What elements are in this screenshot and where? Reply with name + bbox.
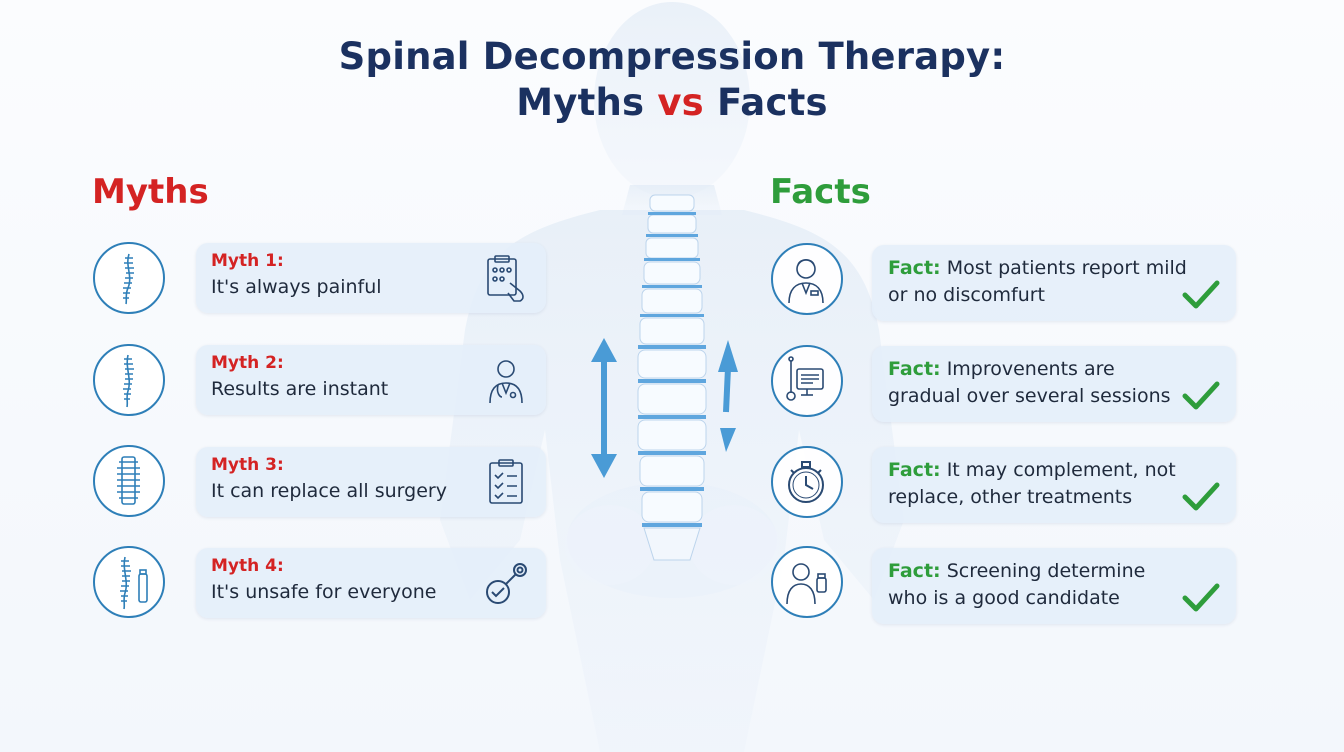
myth-3-vertebrae-icon [93, 445, 165, 517]
page-title: Spinal Decompression Therapy: Myths vs F… [0, 34, 1344, 126]
fact-4-text: Screening determine who is a good candid… [888, 560, 1146, 609]
title-myths-word: Myths [516, 81, 645, 124]
checkmark-icon [1182, 280, 1220, 309]
fact-4-label: Fact: [888, 560, 941, 582]
fact-2-label: Fact: [888, 358, 941, 380]
facts-heading: Facts [770, 172, 871, 212]
fact-2-text: Improvenents are gradual over several se… [888, 358, 1171, 407]
doctor-icon [489, 360, 523, 404]
myth-card-1: Myth 1: It's always painful [196, 243, 546, 313]
myth-card-4: Myth 4: It's unsafe for everyone [196, 548, 546, 618]
fact-4-content: Fact: Screening determine who is a good … [888, 558, 1188, 612]
myth-card-2: Myth 2: Results are instant [196, 345, 546, 415]
spine-column [637, 194, 707, 561]
myth-1-spine-icon [93, 242, 165, 314]
myth-4-text: It's unsafe for everyone [211, 581, 437, 603]
myth-4-label: Myth 4: [211, 556, 284, 576]
fact-1-label: Fact: [888, 257, 941, 279]
myth-2-spine-icon [93, 344, 165, 416]
fact-1-text: Most patients report mild or no discomfu… [888, 257, 1187, 306]
myth-2-label: Myth 2: [211, 353, 284, 373]
fact-card-4: Fact: Screening determine who is a good … [872, 548, 1236, 624]
checkmark-icon [1182, 482, 1220, 511]
fact-card-3: Fact: It may complement, not replace, ot… [872, 447, 1236, 523]
fact-1-doctor-icon [771, 243, 843, 315]
title-line-2: Myths vs Facts [0, 80, 1344, 126]
fact-card-2: Fact: Improvenents are gradual over seve… [872, 346, 1236, 422]
title-vs-word: vs [657, 81, 704, 124]
fact-2-monitor-icon [771, 345, 843, 417]
fact-3-label: Fact: [888, 459, 941, 481]
fact-1-content: Fact: Most patients report mild or no di… [888, 255, 1188, 309]
myth-3-label: Myth 3: [211, 455, 284, 475]
fact-3-content: Fact: It may complement, not replace, ot… [888, 457, 1188, 511]
checklist-icon [489, 459, 523, 504]
fact-2-content: Fact: Improvenents are gradual over seve… [888, 356, 1188, 410]
check-target-icon [486, 563, 527, 604]
decompression-arrow-icon [591, 338, 617, 478]
title-line-1: Spinal Decompression Therapy: [338, 35, 1006, 78]
myth-4-spine-bottle-icon [93, 546, 165, 618]
myth-2-text: Results are instant [211, 378, 389, 400]
fact-4-patient-bottle-icon [771, 546, 843, 618]
fact-card-1: Fact: Most patients report mild or no di… [872, 245, 1236, 321]
myths-heading: Myths [92, 172, 209, 212]
checkmark-icon [1182, 381, 1220, 410]
checkmark-icon [1182, 583, 1220, 612]
myth-card-3: Myth 3: It can replace all surgery [196, 447, 546, 517]
myth-1-text: It's always painful [211, 276, 382, 298]
myth-1-label: Myth 1: [211, 251, 284, 271]
fact-3-text: It may complement, not replace, other tr… [888, 459, 1176, 508]
decompression-arrow-icon-right [718, 340, 738, 452]
myth-3-text: It can replace all surgery [211, 480, 447, 502]
fact-3-stopwatch-icon [771, 446, 843, 518]
clipboard-hand-icon [487, 255, 524, 302]
title-facts-word: Facts [717, 81, 828, 124]
